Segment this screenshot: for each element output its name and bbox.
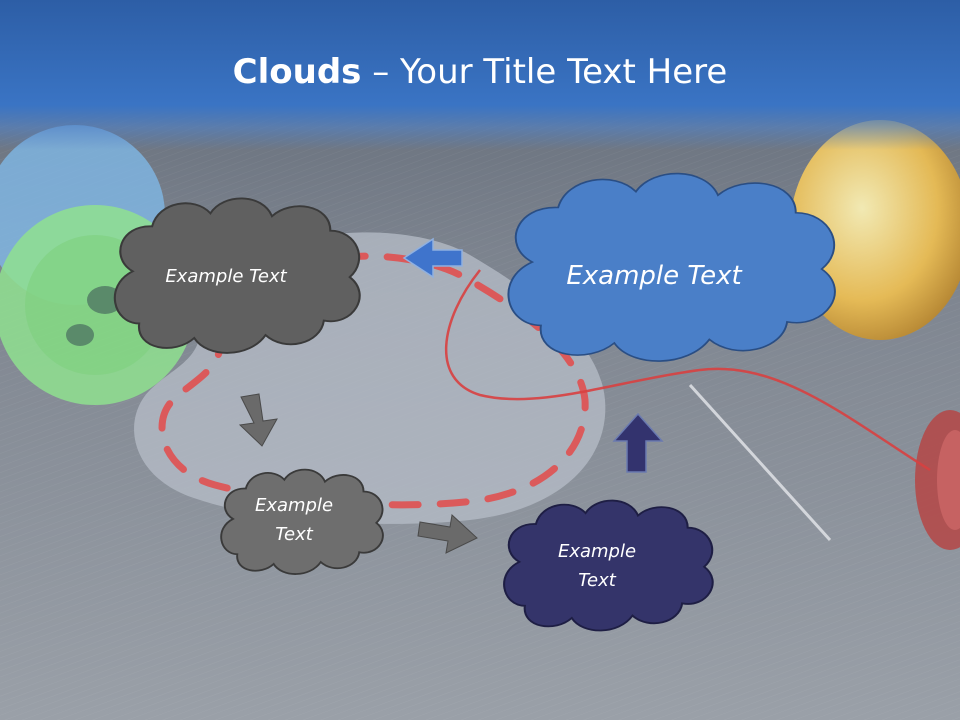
cloud-2: Example Text bbox=[220, 468, 384, 576]
slide-title-rest: – Your Title Text Here bbox=[361, 52, 728, 92]
arrow-up-icon bbox=[612, 412, 664, 473]
cloud-2-label-line-2: Text bbox=[275, 524, 313, 545]
cloud-1: Example Text bbox=[113, 197, 361, 354]
arrow-left-icon bbox=[402, 237, 463, 279]
cloud-4: Example Text bbox=[507, 172, 836, 363]
cloud-1-label: Example Text bbox=[165, 266, 287, 287]
arrow-down-icon bbox=[238, 393, 278, 447]
slide-title: Clouds – Your Title Text Here bbox=[0, 52, 960, 92]
cloud-3-label-line-1: Example bbox=[558, 541, 636, 562]
red-spool-photo bbox=[915, 410, 960, 550]
cloud-3-label-line-2: Text bbox=[578, 570, 616, 591]
cloud-3: Example Text bbox=[503, 499, 714, 632]
arrow-right-icon bbox=[417, 514, 478, 554]
cloud-4-label: Example Text bbox=[566, 261, 742, 291]
slide-title-bold: Clouds bbox=[232, 52, 362, 92]
cloud-2-label-line-1: Example bbox=[255, 495, 333, 516]
title-bar bbox=[0, 0, 960, 150]
